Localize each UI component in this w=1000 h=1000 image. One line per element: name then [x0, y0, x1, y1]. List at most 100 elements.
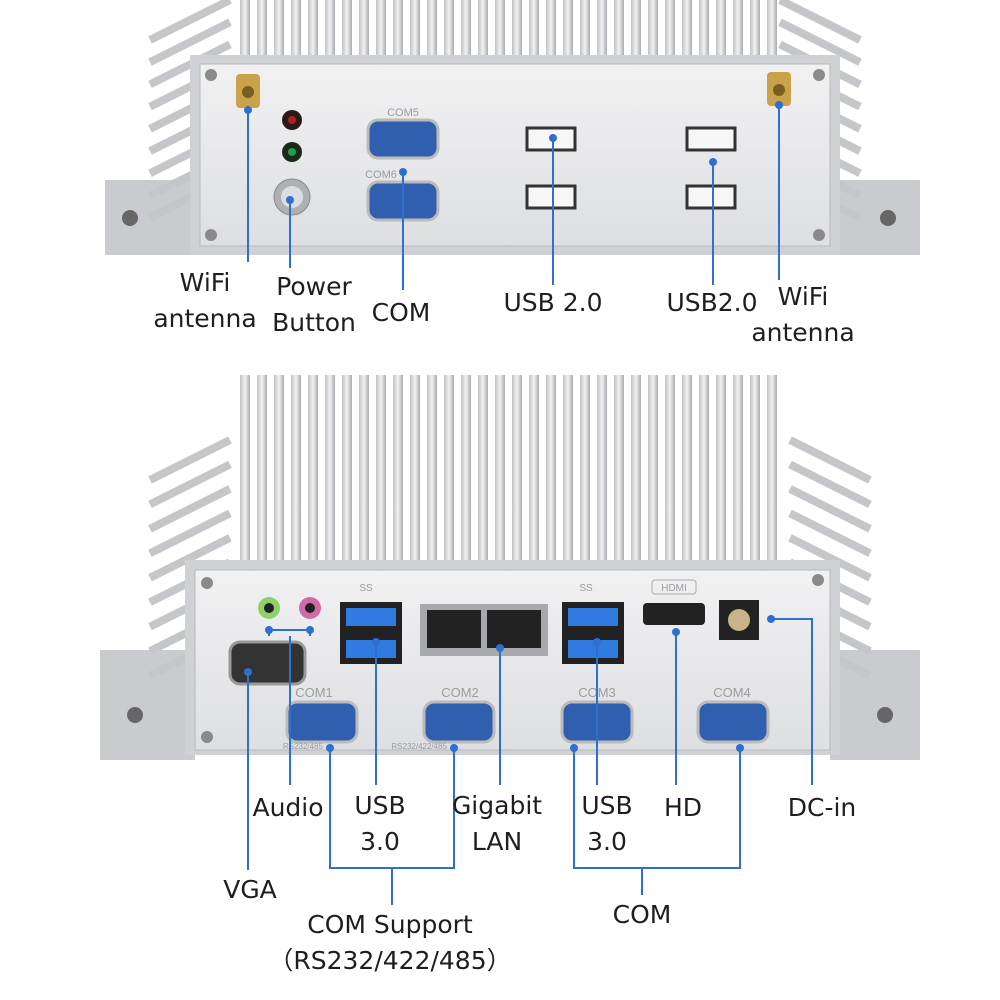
com2-port	[422, 700, 496, 744]
label-line: USB	[581, 791, 633, 820]
heatsink-fin	[495, 375, 505, 565]
leader-dots	[244, 101, 783, 752]
heatsink-fin	[546, 0, 556, 60]
heatsink-fin	[291, 0, 301, 60]
label-wifi-antenna-right: WiFi antenna	[751, 279, 854, 351]
wifi-antenna-connector-right	[767, 72, 791, 106]
com5-port	[366, 118, 440, 160]
heatsink-fin	[529, 0, 539, 60]
side-fin	[788, 485, 872, 533]
heatsink-fin	[648, 0, 658, 60]
side-fin	[788, 534, 872, 582]
heatsink-fin	[699, 0, 709, 60]
label-usb3-left: USB 3.0	[354, 788, 405, 860]
usb2-port	[525, 184, 577, 210]
label-audio: Audio	[252, 793, 324, 822]
right-flange	[830, 650, 920, 760]
label-gigabit-lan: Gigabit LAN	[452, 788, 542, 860]
label-hd: HD	[663, 793, 703, 822]
heatsink-fin	[427, 375, 437, 565]
heatsink-fin	[750, 0, 760, 60]
heatsink-fin	[376, 375, 386, 565]
side-fin	[148, 18, 232, 66]
label-line: Gigabit	[451, 791, 543, 820]
side-fin	[778, 18, 862, 66]
heatsink-fin	[495, 0, 505, 60]
label-usb2-left: USB 2.0	[503, 288, 603, 317]
heatsink-fin	[376, 0, 386, 60]
front-device: COM5 COM6	[105, 0, 920, 255]
com1-port	[285, 700, 359, 744]
side-fin	[148, 436, 232, 484]
label-line: 3.0	[587, 827, 627, 856]
side-fin	[788, 436, 872, 484]
label-line: WiFi	[179, 268, 231, 297]
heatsink-fin	[444, 375, 454, 565]
side-fin	[148, 485, 232, 533]
usb2-port	[685, 126, 737, 152]
front-panel	[199, 63, 831, 247]
label-line: WiFi	[777, 282, 829, 311]
heatsink-fin	[240, 375, 250, 565]
heatsink-fin	[393, 0, 403, 60]
side-fin	[148, 460, 232, 509]
heatsink-fin	[427, 0, 437, 60]
heatsink-fin	[767, 0, 777, 60]
heatsink-fin	[308, 0, 318, 60]
label-vga: VGA	[223, 875, 277, 904]
mount-hole-icon	[127, 707, 143, 723]
label-line: Button	[272, 308, 356, 337]
heatsink-fin	[648, 375, 658, 565]
label-line: USB	[354, 791, 406, 820]
hdmi-port	[643, 603, 705, 625]
heatsink-fin	[410, 375, 420, 565]
heatsink-fin	[750, 375, 760, 565]
label-com-top: COM	[371, 298, 431, 327]
heatsink-fin	[274, 375, 284, 565]
leader-lines	[247, 105, 813, 905]
heatsink-fin	[444, 0, 454, 60]
heatsink-fin	[257, 0, 267, 60]
heatsink-fin	[512, 375, 522, 565]
com2-printed: COM2	[441, 685, 479, 700]
heatsink-fin	[325, 0, 335, 60]
heatsink-fin	[665, 0, 675, 60]
label-line: antenna	[153, 304, 257, 333]
usb3-logo-left: SS	[359, 583, 373, 594]
heatsink-fin	[767, 375, 777, 565]
heatsink-fin	[733, 0, 743, 60]
heatsink-fin	[682, 0, 692, 60]
heatsink-fin	[478, 0, 488, 60]
side-fin	[148, 534, 232, 582]
heatsink-fin	[563, 375, 573, 565]
com6-printed: COM6	[365, 169, 397, 181]
heatsink-fin	[342, 0, 352, 60]
side-fin	[788, 460, 872, 509]
side-fin	[148, 0, 232, 44]
label-usb3-right: USB 3.0	[581, 788, 632, 860]
heatsink-fin	[614, 0, 624, 60]
side-fin	[788, 509, 872, 557]
heatsink-fin	[529, 375, 539, 565]
heatsink-fin	[580, 0, 590, 60]
heatsink-fin	[716, 375, 726, 565]
com5-printed: COM5	[387, 107, 419, 119]
label-line: （RS232/422/485）	[268, 946, 512, 975]
heatsink-fin	[325, 375, 335, 565]
heatsink-fin	[563, 0, 573, 60]
vga-port	[228, 640, 307, 686]
heatsink-fin	[461, 375, 471, 565]
heatsink-fin	[631, 0, 641, 60]
heatsink-fin	[359, 375, 369, 565]
heatsink-fin	[614, 375, 624, 565]
label-line: antenna	[751, 318, 855, 347]
mount-hole-icon	[877, 707, 893, 723]
heatsink-fin	[631, 375, 641, 565]
usb3-logo-right: SS	[579, 583, 593, 594]
com2-sub-printed: RS232/422/485	[391, 742, 447, 751]
label-com-bottom: COM	[612, 900, 672, 929]
heatsink-fin	[512, 0, 522, 60]
heatsink-fin	[597, 0, 607, 60]
left-flange	[100, 650, 195, 760]
